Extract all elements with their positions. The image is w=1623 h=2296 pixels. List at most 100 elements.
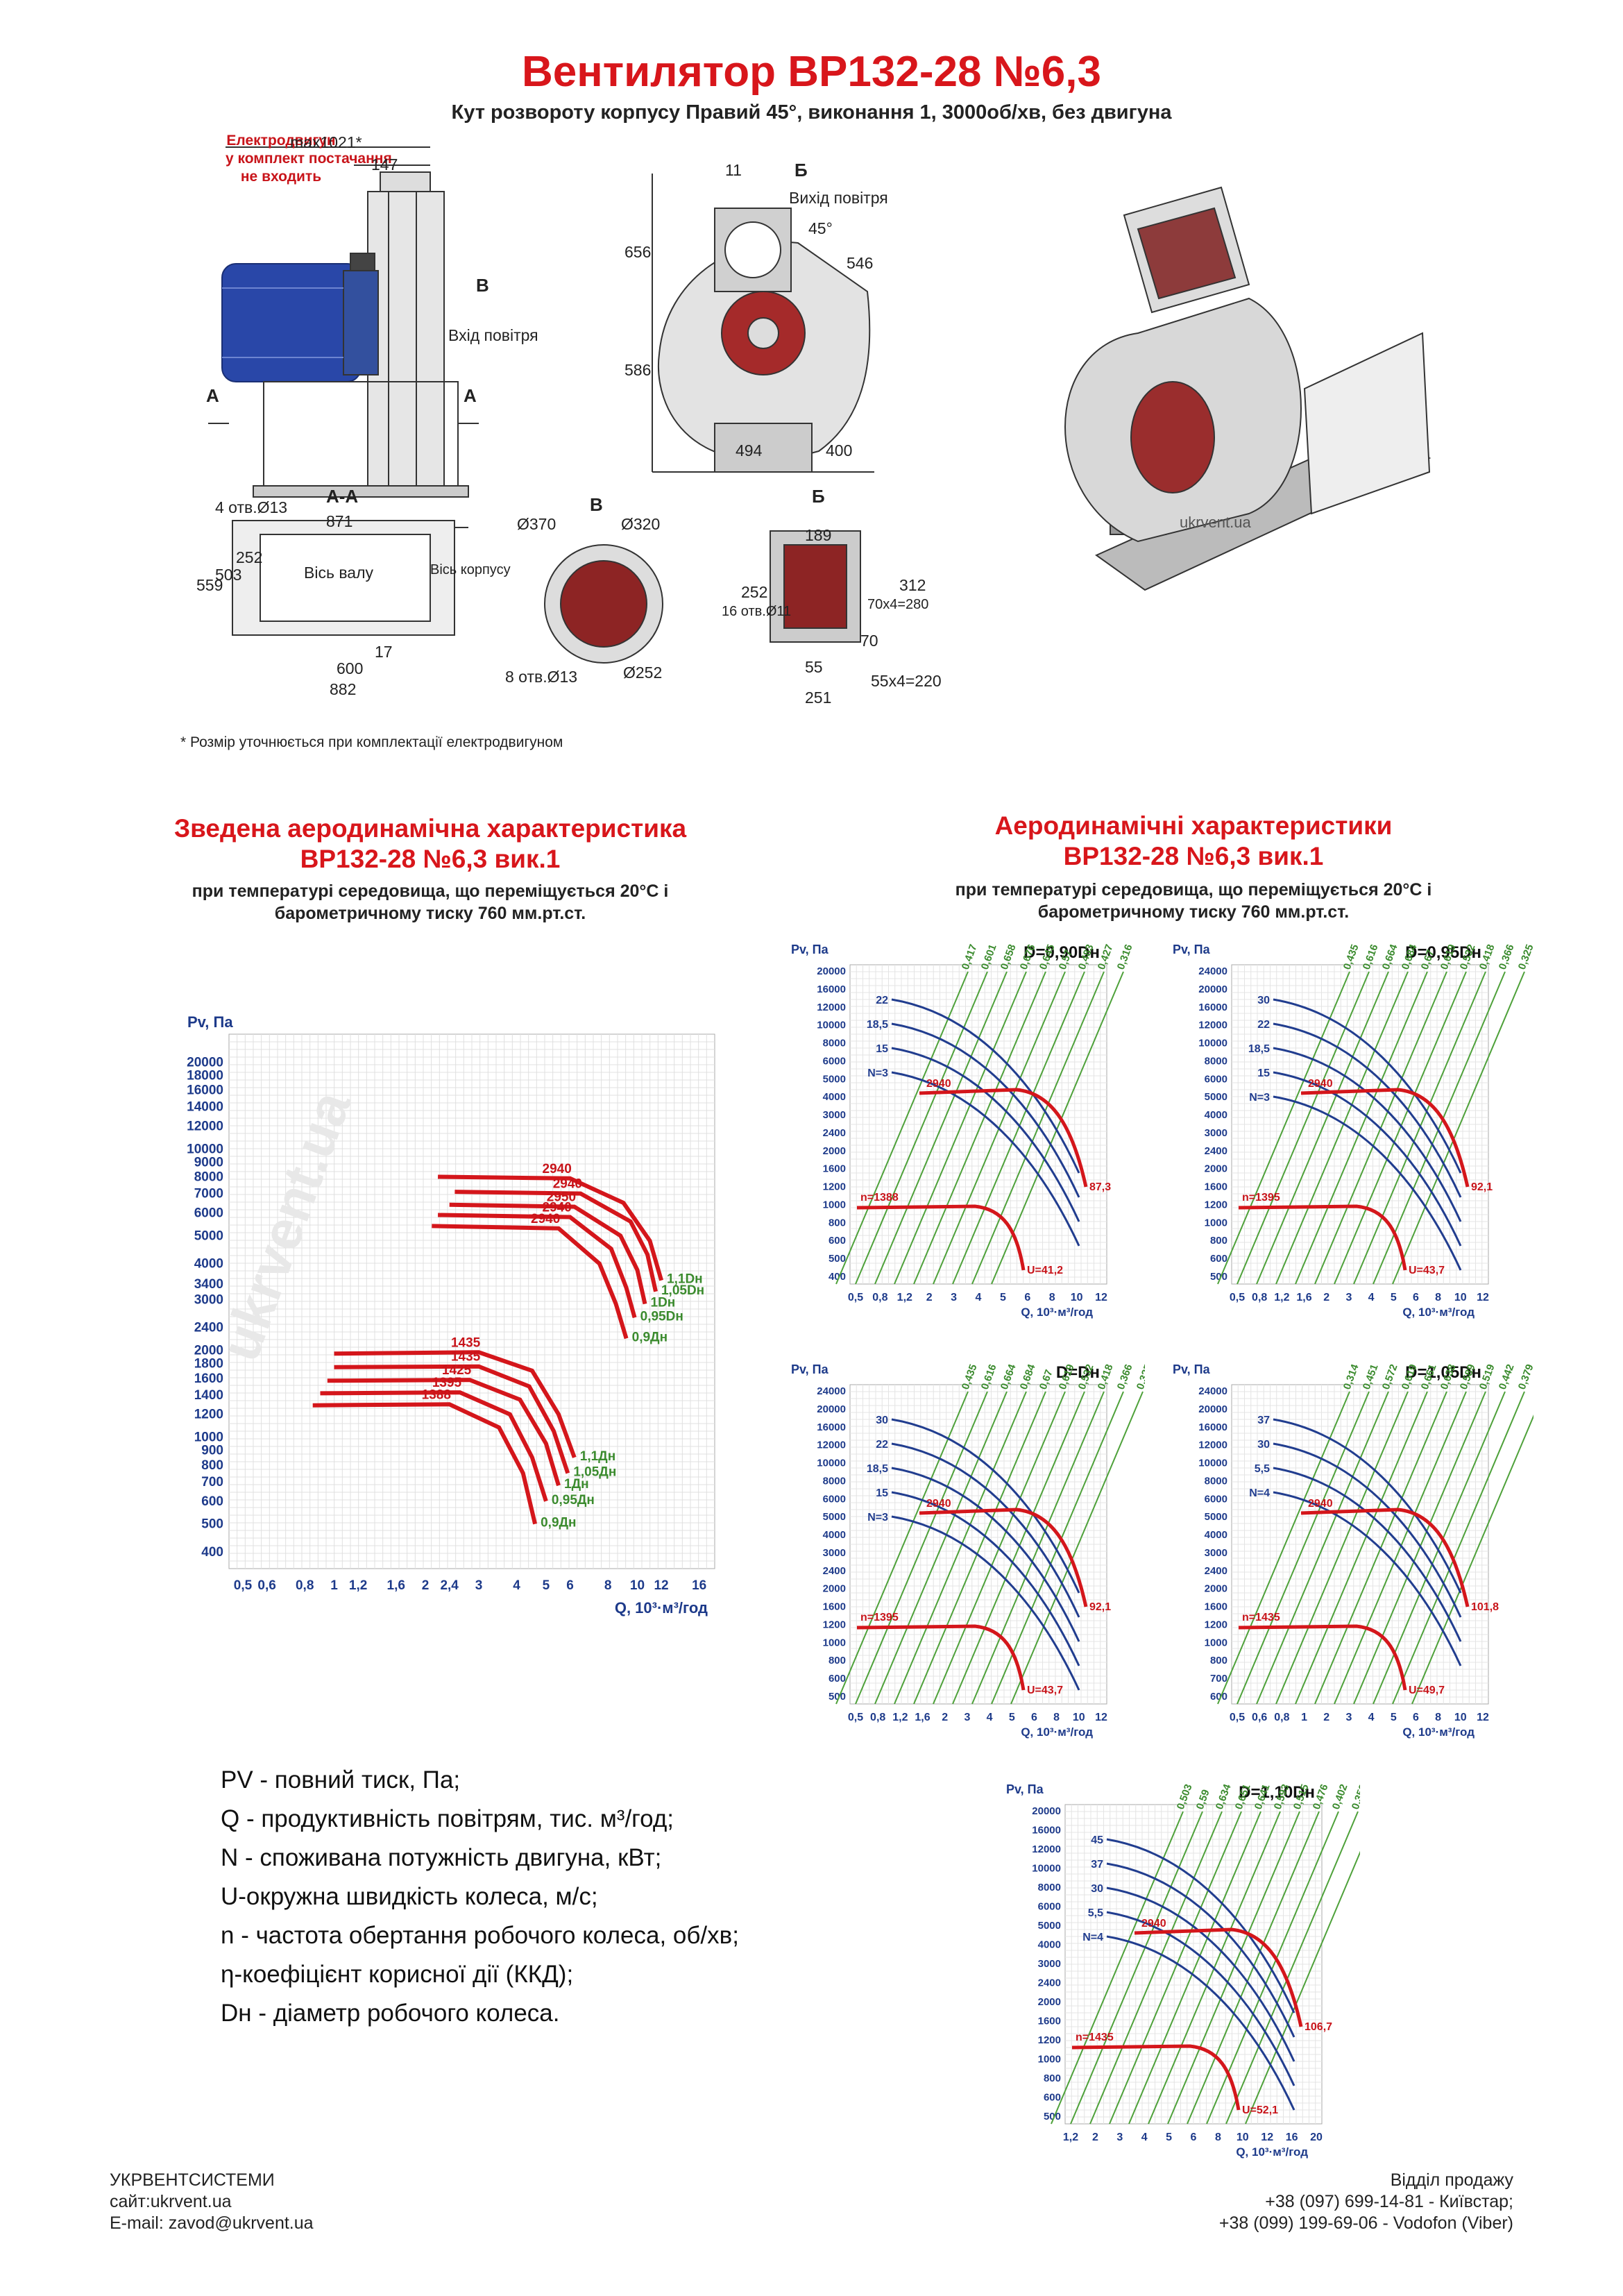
x-tick-label: 2 (1323, 1292, 1329, 1303)
y-tick-label: 4000 (823, 1091, 846, 1103)
x-tick-label: 10 (630, 1578, 645, 1593)
y-tick-label: 600 (1210, 1253, 1227, 1265)
u-label-high: 106,7 (1305, 2021, 1332, 2033)
y-tick-label: 8000 (194, 1170, 223, 1185)
y-tick-label: 4000 (823, 1529, 846, 1541)
chart-title: D=Dн (1056, 1363, 1100, 1382)
y-tick-label: 2000 (823, 1145, 846, 1157)
curve-speed-label: 1425 (442, 1363, 472, 1378)
y-tick-label: 6000 (1205, 1493, 1227, 1505)
dim-label: 17 (375, 643, 393, 661)
curve-diameter-label: 0,9Дн (541, 1516, 576, 1530)
curve-speed-label: 2940 (543, 1162, 572, 1176)
x-tick-label: 12 (1477, 1712, 1489, 1723)
u-label-high: 87,3 (1089, 1181, 1111, 1193)
y-axis-label: Pv, Па (791, 943, 829, 956)
x-tick-label: 1,2 (1274, 1292, 1289, 1303)
power-curve (891, 1467, 1080, 1642)
dim-label: Ø252 (623, 664, 663, 682)
power-label: 30 (876, 1415, 888, 1426)
legend-item: Dн - діаметр робочого колеса. (221, 2000, 560, 2027)
efficiency-line (1237, 1391, 1370, 1705)
view-label: Б (794, 160, 808, 180)
dim-label: 70 (860, 632, 878, 650)
power-curve (1273, 1418, 1462, 1594)
power-curve (1273, 1071, 1462, 1247)
y-tick-label: 1200 (1205, 1199, 1227, 1210)
motor-note-line: не входить (240, 169, 322, 185)
x-tick-label: 3 (1345, 1712, 1352, 1723)
efficiency-line (1275, 971, 1409, 1285)
dim-label: 55 (805, 658, 823, 676)
y-tick-label: 12000 (817, 1440, 846, 1451)
speed-label-low: n=1388 (860, 1192, 899, 1204)
section-title: В (590, 494, 603, 515)
y-tick-label: 18000 (187, 1068, 223, 1083)
power-label: 30 (1091, 1883, 1103, 1895)
sales-phone[interactable]: +38 (097) 699-14-81 - Київстар; (1265, 2192, 1513, 2211)
x-tick-label: 12 (1261, 2132, 1273, 2143)
pressure-curve (432, 1224, 629, 1340)
view-label: А (206, 385, 219, 406)
efficiency-line (874, 1391, 1008, 1705)
x-tick-label: 4 (987, 1712, 993, 1723)
efficiency-line (952, 1391, 1085, 1705)
x-tick-label: 8 (604, 1578, 612, 1593)
x-axis-label: Q, 10³·м³/год (1236, 2145, 1308, 2159)
power-label: 18,5 (1248, 1043, 1270, 1055)
pressure-curve-high (1300, 1508, 1470, 1607)
view-label: В (476, 275, 489, 296)
efficiency-line (855, 971, 988, 1285)
sales-phone[interactable]: +38 (099) 199-69-06 - Vodofon (Viber) (1218, 2213, 1513, 2233)
y-tick-label: 1000 (823, 1199, 846, 1210)
x-tick-label: 4 (513, 1578, 520, 1593)
x-tick-label: 6 (566, 1578, 574, 1593)
y-tick-label: 700 (1210, 1673, 1227, 1685)
summary-subtitle: при температурі середовища, що переміщує… (83, 880, 777, 925)
curve-speed-label: 1435 (451, 1335, 481, 1350)
legend-item: Q - продуктивність повітрям, тис. м³/год… (221, 1805, 674, 1832)
y-tick-label: 600 (829, 1673, 846, 1685)
y-tick-label: 1600 (1205, 1181, 1227, 1193)
power-label: 15 (1257, 1067, 1270, 1079)
dim-label: 546 (847, 254, 874, 272)
x-tick-label: 4 (1368, 1712, 1375, 1723)
section-aa (232, 520, 455, 636)
efficiency-label: 0,325 (1516, 943, 1533, 971)
dim-label: 882 (330, 680, 357, 698)
y-tick-label: 10000 (187, 1142, 223, 1156)
power-curve (891, 1418, 1080, 1594)
efficiency-line (1128, 1811, 1261, 2125)
y-tick-label: 600 (1210, 1691, 1227, 1703)
x-tick-label: 16 (692, 1578, 706, 1593)
company-email[interactable]: E-mail: zavod@ukrvent.ua (110, 2213, 314, 2233)
charts-title-line: Аеродинамічні характеристики (994, 811, 1393, 840)
efficiency-line (1353, 1391, 1486, 1705)
u-label-high: 101,8 (1471, 1601, 1499, 1613)
curve-diameter-label: 1,1Дн (580, 1449, 615, 1464)
y-tick-label: 800 (1210, 1655, 1227, 1666)
x-tick-label: 2 (1092, 2132, 1098, 2143)
company-site[interactable]: сайт:ukrvent.ua (110, 2192, 232, 2211)
y-tick-label: 8000 (1205, 1475, 1227, 1487)
y-tick-label: 5000 (194, 1229, 223, 1243)
y-tick-label: 2000 (1205, 1583, 1227, 1595)
x-axis-label: Q, 10³·м³/год (1021, 1725, 1093, 1739)
x-axis-label: Q, 10³·м³/год (1402, 1725, 1475, 1739)
efficiency-line (913, 1391, 1046, 1705)
dim-label: 8 отв.Ø13 (505, 668, 578, 686)
curve-speed-label: 1388 (422, 1387, 451, 1402)
power-curve (1273, 1095, 1462, 1271)
power-curve (1273, 1022, 1462, 1198)
power-label: 22 (876, 1439, 888, 1451)
summary-subtitle-line: при температурі середовища, що переміщує… (192, 881, 669, 901)
y-tick-label: 1000 (1205, 1217, 1227, 1229)
x-tick-label: 6 (1191, 2132, 1197, 2143)
x-tick-label: 6 (1413, 1712, 1419, 1723)
curve-speed-label: 1395 (432, 1376, 462, 1390)
x-tick-label: 10 (1237, 2132, 1249, 2143)
y-tick-label: 20000 (817, 965, 846, 977)
